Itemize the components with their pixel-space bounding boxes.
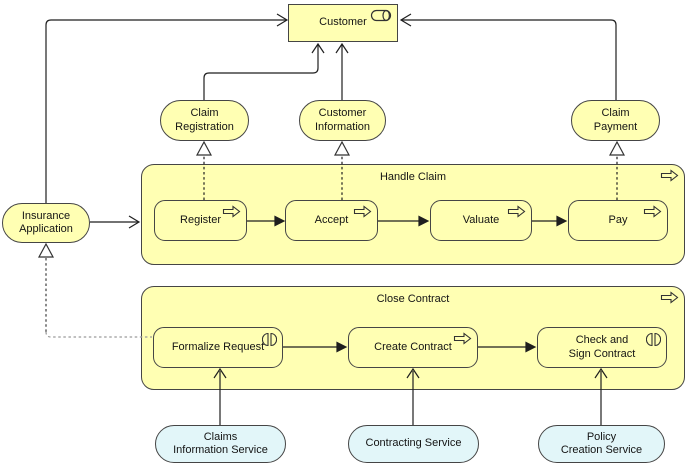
node-check-sign-contract-label: Check and Sign Contract: [568, 334, 636, 360]
node-valuate-label: Valuate: [462, 213, 500, 226]
connector-serving-claim-registration-to-customer[interactable]: [203, 42, 325, 100]
node-create-contract[interactable]: Create Contract: [348, 327, 478, 368]
node-register[interactable]: Register: [154, 200, 247, 241]
connector-serving-policy-to-check[interactable]: [594, 367, 608, 425]
process-arrow-icon: [660, 291, 679, 304]
node-valuate[interactable]: Valuate: [430, 200, 532, 241]
node-pay-label: Pay: [608, 213, 628, 226]
business-role-icon: [370, 9, 392, 22]
connector-realization-register-to-claim-registration[interactable]: [195, 140, 213, 200]
connector-triggering-register-to-accept[interactable]: [247, 215, 286, 227]
node-create-contract-label: Create Contract: [374, 340, 452, 353]
node-customer-information[interactable]: Customer Information: [299, 100, 386, 141]
node-close-contract-label: Close Contract: [376, 293, 450, 305]
node-insurance-application[interactable]: Insurance Application: [2, 203, 90, 243]
connector-triggering-create-to-check[interactable]: [478, 341, 537, 353]
node-formalize-request-label: Formalize Request: [171, 340, 265, 353]
connector-serving-claim-payment-to-customer[interactable]: [399, 13, 617, 100]
business-interaction-icon: [646, 332, 661, 347]
node-accept[interactable]: Accept: [285, 200, 378, 241]
node-policy-creation-service[interactable]: Policy Creation Service: [538, 425, 665, 463]
node-claim-payment[interactable]: Claim Payment: [571, 100, 660, 141]
connector-realization-formalize-to-insurance[interactable]: [37, 242, 152, 338]
node-check-sign-contract[interactable]: Check and Sign Contract: [537, 327, 667, 368]
process-arrow-icon: [643, 205, 662, 218]
business-interaction-icon: [262, 332, 277, 347]
process-arrow-icon: [507, 205, 526, 218]
connector-serving-insurance-to-handle-claim[interactable]: [90, 215, 141, 229]
process-arrow-icon: [660, 169, 679, 182]
connector-realization-pay-to-claim-payment[interactable]: [608, 140, 626, 200]
connector-serving-claims-info-to-formalize[interactable]: [213, 367, 227, 425]
process-arrow-icon: [222, 205, 241, 218]
connector-realization-accept-to-customer-information[interactable]: [333, 140, 351, 200]
node-contracting-service[interactable]: Contracting Service: [348, 425, 479, 463]
process-arrow-icon: [453, 332, 472, 345]
connector-serving-insurance-to-customer[interactable]: [45, 13, 289, 203]
node-formalize-request[interactable]: Formalize Request: [153, 327, 283, 368]
connector-serving-customer-information-to-customer[interactable]: [335, 42, 349, 100]
node-customer[interactable]: Customer: [288, 4, 398, 42]
node-claim-payment-label: Claim Payment: [593, 107, 638, 133]
node-register-label: Register: [180, 213, 221, 226]
node-contracting-service-label: Contracting Service: [365, 437, 462, 450]
node-claims-information-service-label: Claims Information Service: [173, 430, 268, 456]
node-accept-label: Accept: [314, 213, 349, 226]
node-policy-creation-service-label: Policy Creation Service: [560, 430, 643, 456]
connector-triggering-valuate-to-pay[interactable]: [532, 215, 568, 227]
node-claim-registration[interactable]: Claim Registration: [160, 100, 249, 141]
connector-triggering-accept-to-valuate[interactable]: [378, 215, 430, 227]
node-pay[interactable]: Pay: [568, 200, 668, 241]
node-customer-label: Customer: [319, 16, 367, 29]
node-insurance-application-label: Insurance Application: [19, 209, 73, 235]
node-customer-information-label: Customer Information: [314, 107, 371, 133]
process-arrow-icon: [353, 205, 372, 218]
connector-triggering-formalize-to-create[interactable]: [283, 341, 348, 353]
connector-serving-contracting-to-create[interactable]: [406, 367, 420, 425]
node-claim-registration-label: Claim Registration: [175, 107, 234, 133]
node-claims-information-service[interactable]: Claims Information Service: [155, 425, 286, 463]
node-handle-claim-label: Handle Claim: [379, 171, 447, 183]
